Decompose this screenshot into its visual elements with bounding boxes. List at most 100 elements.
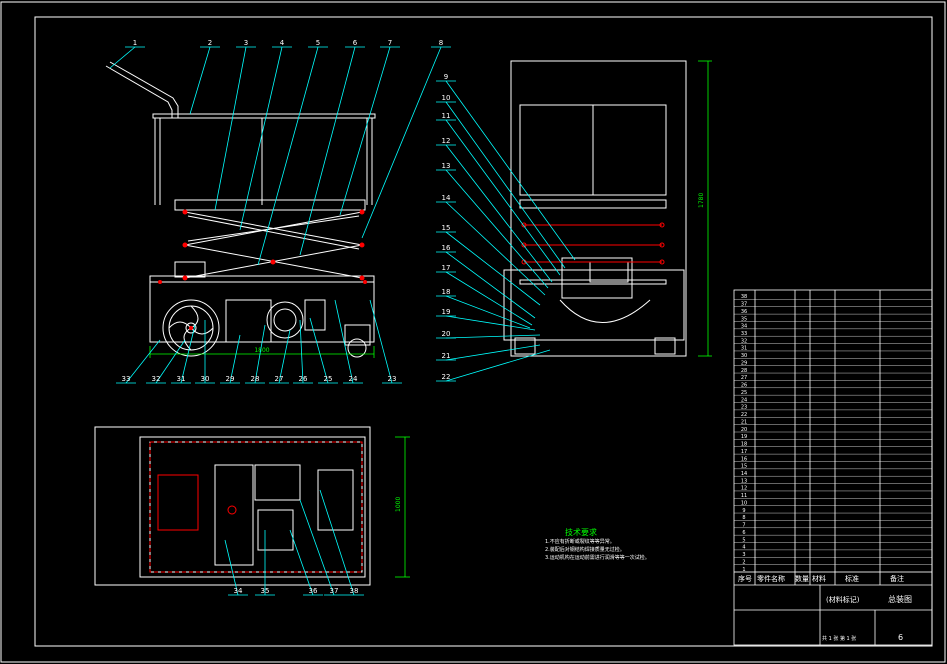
tb-header-remark: 备注 — [890, 574, 904, 583]
balloon-36-leader — [289, 529, 314, 596]
technical-note-1: 1.不应有折断或裂纹等等异常。 — [545, 539, 615, 545]
tb-row-number: 11 — [741, 493, 747, 499]
balloon-12: 12 — [442, 137, 451, 145]
balloon-32-leader — [155, 339, 186, 384]
sheet-number: 6 — [898, 633, 903, 642]
tb-header-no: 序号 — [738, 574, 752, 583]
drive-wheel — [162, 299, 220, 357]
balloon-1-leader — [109, 46, 136, 69]
balloon-10-leader — [445, 101, 566, 269]
balloon-29-leader — [229, 334, 241, 384]
balloon-32: 32 — [152, 375, 161, 383]
tb-header-standard: 标准 — [845, 574, 859, 583]
tb-row-number: 30 — [741, 353, 747, 359]
balloon-11-leader — [445, 119, 561, 276]
front-view — [105, 61, 376, 358]
balloon-37-leader — [299, 499, 335, 596]
tb-header-qty: 数量 — [795, 574, 809, 583]
balloon-27: 27 — [275, 375, 284, 383]
tb-row-number: 6 — [742, 530, 745, 536]
balloon-4-leader — [239, 46, 283, 231]
tb-row-number: 8 — [742, 515, 745, 521]
tb-row-number: 22 — [741, 412, 747, 418]
tb-row-number: 12 — [741, 486, 747, 492]
balloon-18: 18 — [442, 288, 451, 296]
balloon-20-leader — [445, 334, 541, 339]
tb-row-number: 3 — [742, 552, 745, 558]
guard-rail — [152, 113, 376, 119]
tb-row-number: 9 — [742, 508, 745, 514]
balloon-12-leader — [445, 144, 553, 283]
balloon-15: 15 — [442, 224, 451, 232]
balloon-35: 35 — [261, 587, 270, 595]
tb-row-number: 25 — [741, 390, 747, 396]
balloon-3: 3 — [244, 39, 248, 47]
leader-lines — [109, 46, 576, 596]
balloon-36: 36 — [309, 587, 318, 595]
plan-outline — [94, 426, 371, 586]
balloon-16: 16 — [442, 244, 451, 252]
balloon-17-leader — [445, 271, 533, 326]
tb-row-number: 4 — [742, 545, 745, 551]
balloon-31: 31 — [177, 375, 186, 383]
tb-row-number: 15 — [741, 464, 747, 470]
tb-row-number: 2 — [742, 559, 745, 565]
tb-row-number: 20 — [741, 427, 747, 433]
tb-row-number: 13 — [741, 478, 747, 484]
balloon-6-leader — [299, 46, 356, 256]
balloon-26-leader — [299, 319, 304, 384]
balloon-3-leader — [214, 46, 247, 211]
balloon-5-leader — [257, 46, 319, 266]
plan-dimension-text: 1000 — [395, 497, 402, 512]
balloon-27-leader — [278, 329, 291, 384]
balloon-14: 14 — [442, 194, 451, 202]
balloon-13-leader — [445, 169, 549, 289]
balloon-2-leader — [189, 46, 211, 115]
balloon-1: 1 — [133, 39, 137, 47]
balloon-21: 21 — [442, 352, 451, 360]
tb-row-number: 27 — [741, 375, 747, 381]
balloon-28-leader — [254, 324, 266, 384]
plan-battery — [214, 464, 254, 566]
balloon-6: 6 — [353, 39, 358, 47]
tb-row-number: 35 — [741, 316, 747, 322]
tb-row-number: 1 — [742, 567, 745, 573]
plan-dimension — [395, 436, 410, 578]
balloon-23-leader — [369, 299, 393, 384]
balloon-28: 28 — [251, 375, 260, 383]
balloon-33-leader — [125, 339, 161, 384]
tb-row-number: 16 — [741, 456, 747, 462]
balloon-7-leader — [339, 46, 391, 216]
balloon-24: 24 — [349, 375, 358, 383]
caster-wheel — [344, 324, 371, 346]
balloon-4: 4 — [280, 39, 285, 47]
tb-row-number: 34 — [741, 324, 747, 330]
technical-note-2: 2.装配后对钢结构焊接质量无过检。 — [545, 547, 625, 553]
balloon-29: 29 — [226, 375, 235, 383]
tb-row-number: 29 — [741, 360, 747, 366]
balloon-10: 10 — [442, 94, 451, 102]
balloon-19-leader — [445, 315, 536, 331]
front-dimension — [149, 346, 375, 358]
balloon-31-leader — [180, 324, 196, 384]
sheet-info: 共 1 张 第 1 张 — [822, 635, 856, 642]
side-view — [503, 60, 687, 357]
balloon-38-leader — [319, 489, 355, 596]
balloon-37: 37 — [330, 587, 339, 595]
material-mark: (材料标记) — [826, 595, 860, 604]
tb-row-number: 36 — [741, 309, 747, 315]
balloon-25: 25 — [324, 375, 333, 383]
balloon-22-leader — [445, 349, 551, 382]
tb-row-number: 10 — [741, 500, 747, 506]
scissor-arms — [184, 211, 363, 279]
side-dimension — [698, 60, 712, 357]
balloon-30: 30 — [201, 375, 210, 383]
balloon-38: 38 — [350, 587, 359, 595]
tb-row-number: 31 — [741, 346, 747, 352]
tb-header-material: 材料 — [812, 574, 826, 583]
balloon-5: 5 — [316, 39, 320, 47]
push-handle-inner — [109, 61, 179, 118]
balloon-11: 11 — [442, 112, 451, 120]
